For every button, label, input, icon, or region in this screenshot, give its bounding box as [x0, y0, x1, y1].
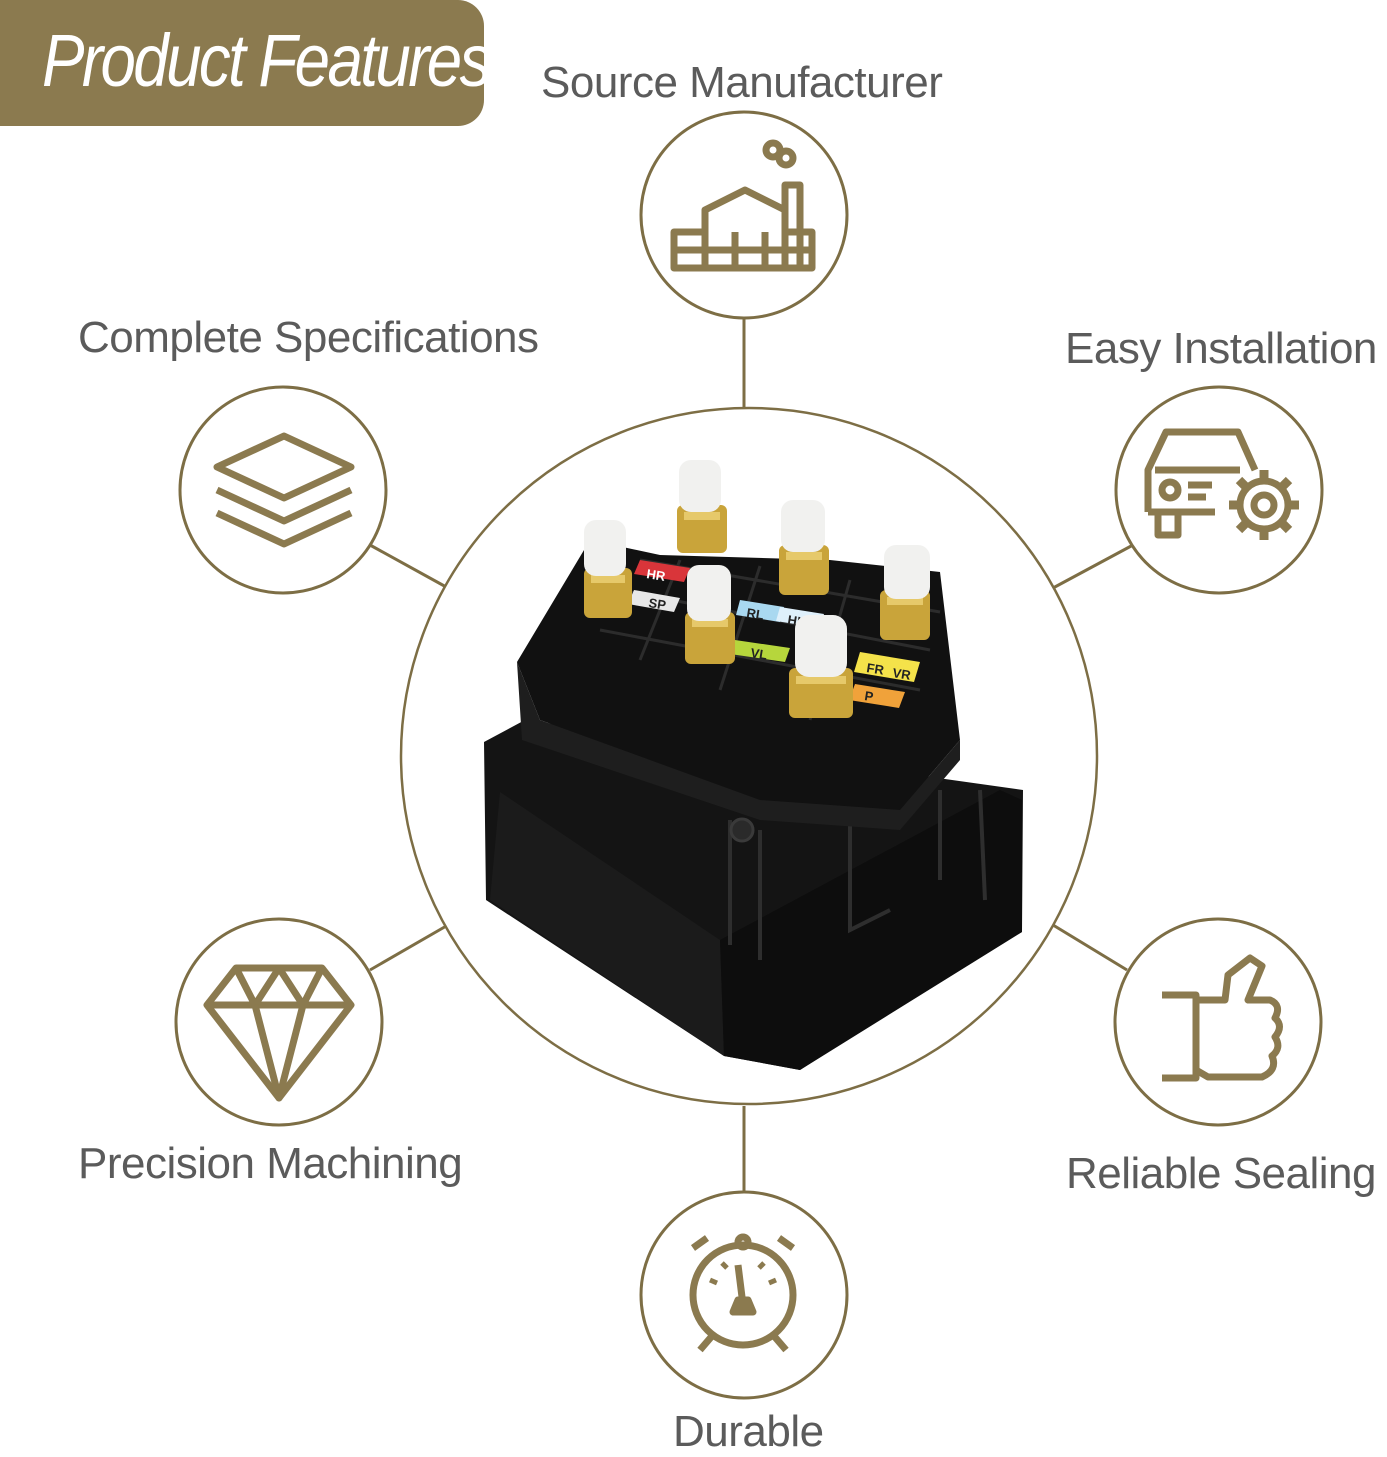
port-label-vl: VL: [750, 645, 769, 662]
factory-icon: [670, 139, 816, 272]
gauge-clock-icon: [689, 1233, 797, 1353]
circle-easy-installation: [1114, 385, 1324, 595]
valve-block-product: HR SP RL HL VL FR VR P: [484, 460, 1023, 1070]
label-source-manufacturer: Source Manufacturer: [541, 58, 943, 107]
port-label-vr: VR: [892, 665, 913, 683]
circle-source-manufacturer: [639, 110, 849, 320]
label-reliable-sealing: Reliable Sealing: [1066, 1149, 1377, 1198]
car-gear-icon: [1144, 428, 1299, 540]
label-easy-installation: Easy Installation: [1065, 324, 1377, 373]
connector-lines: [369, 318, 1134, 1193]
pneumatic-fittings: [584, 460, 930, 718]
port-label-rl: RL: [746, 605, 766, 623]
banner-title: Product Features: [42, 19, 491, 102]
product-features-banner: Product Features: [0, 0, 491, 126]
circle-reliable-sealing: [1113, 917, 1323, 1127]
port-label-hr: HR: [646, 566, 667, 584]
port-label-p: P: [864, 688, 875, 704]
circle-precision-machining: [174, 917, 384, 1127]
thumbs-up-icon: [1162, 954, 1283, 1082]
circle-complete-specifications: [178, 385, 388, 595]
label-durable: Durable: [673, 1407, 824, 1456]
label-precision-machining: Precision Machining: [78, 1139, 463, 1188]
diamond-icon: [203, 964, 355, 1102]
layers-icon: [213, 432, 355, 548]
port-label-fr: FR: [866, 660, 886, 678]
label-complete-specifications: Complete Specifications: [78, 313, 539, 362]
port-label-sp: SP: [648, 595, 668, 613]
